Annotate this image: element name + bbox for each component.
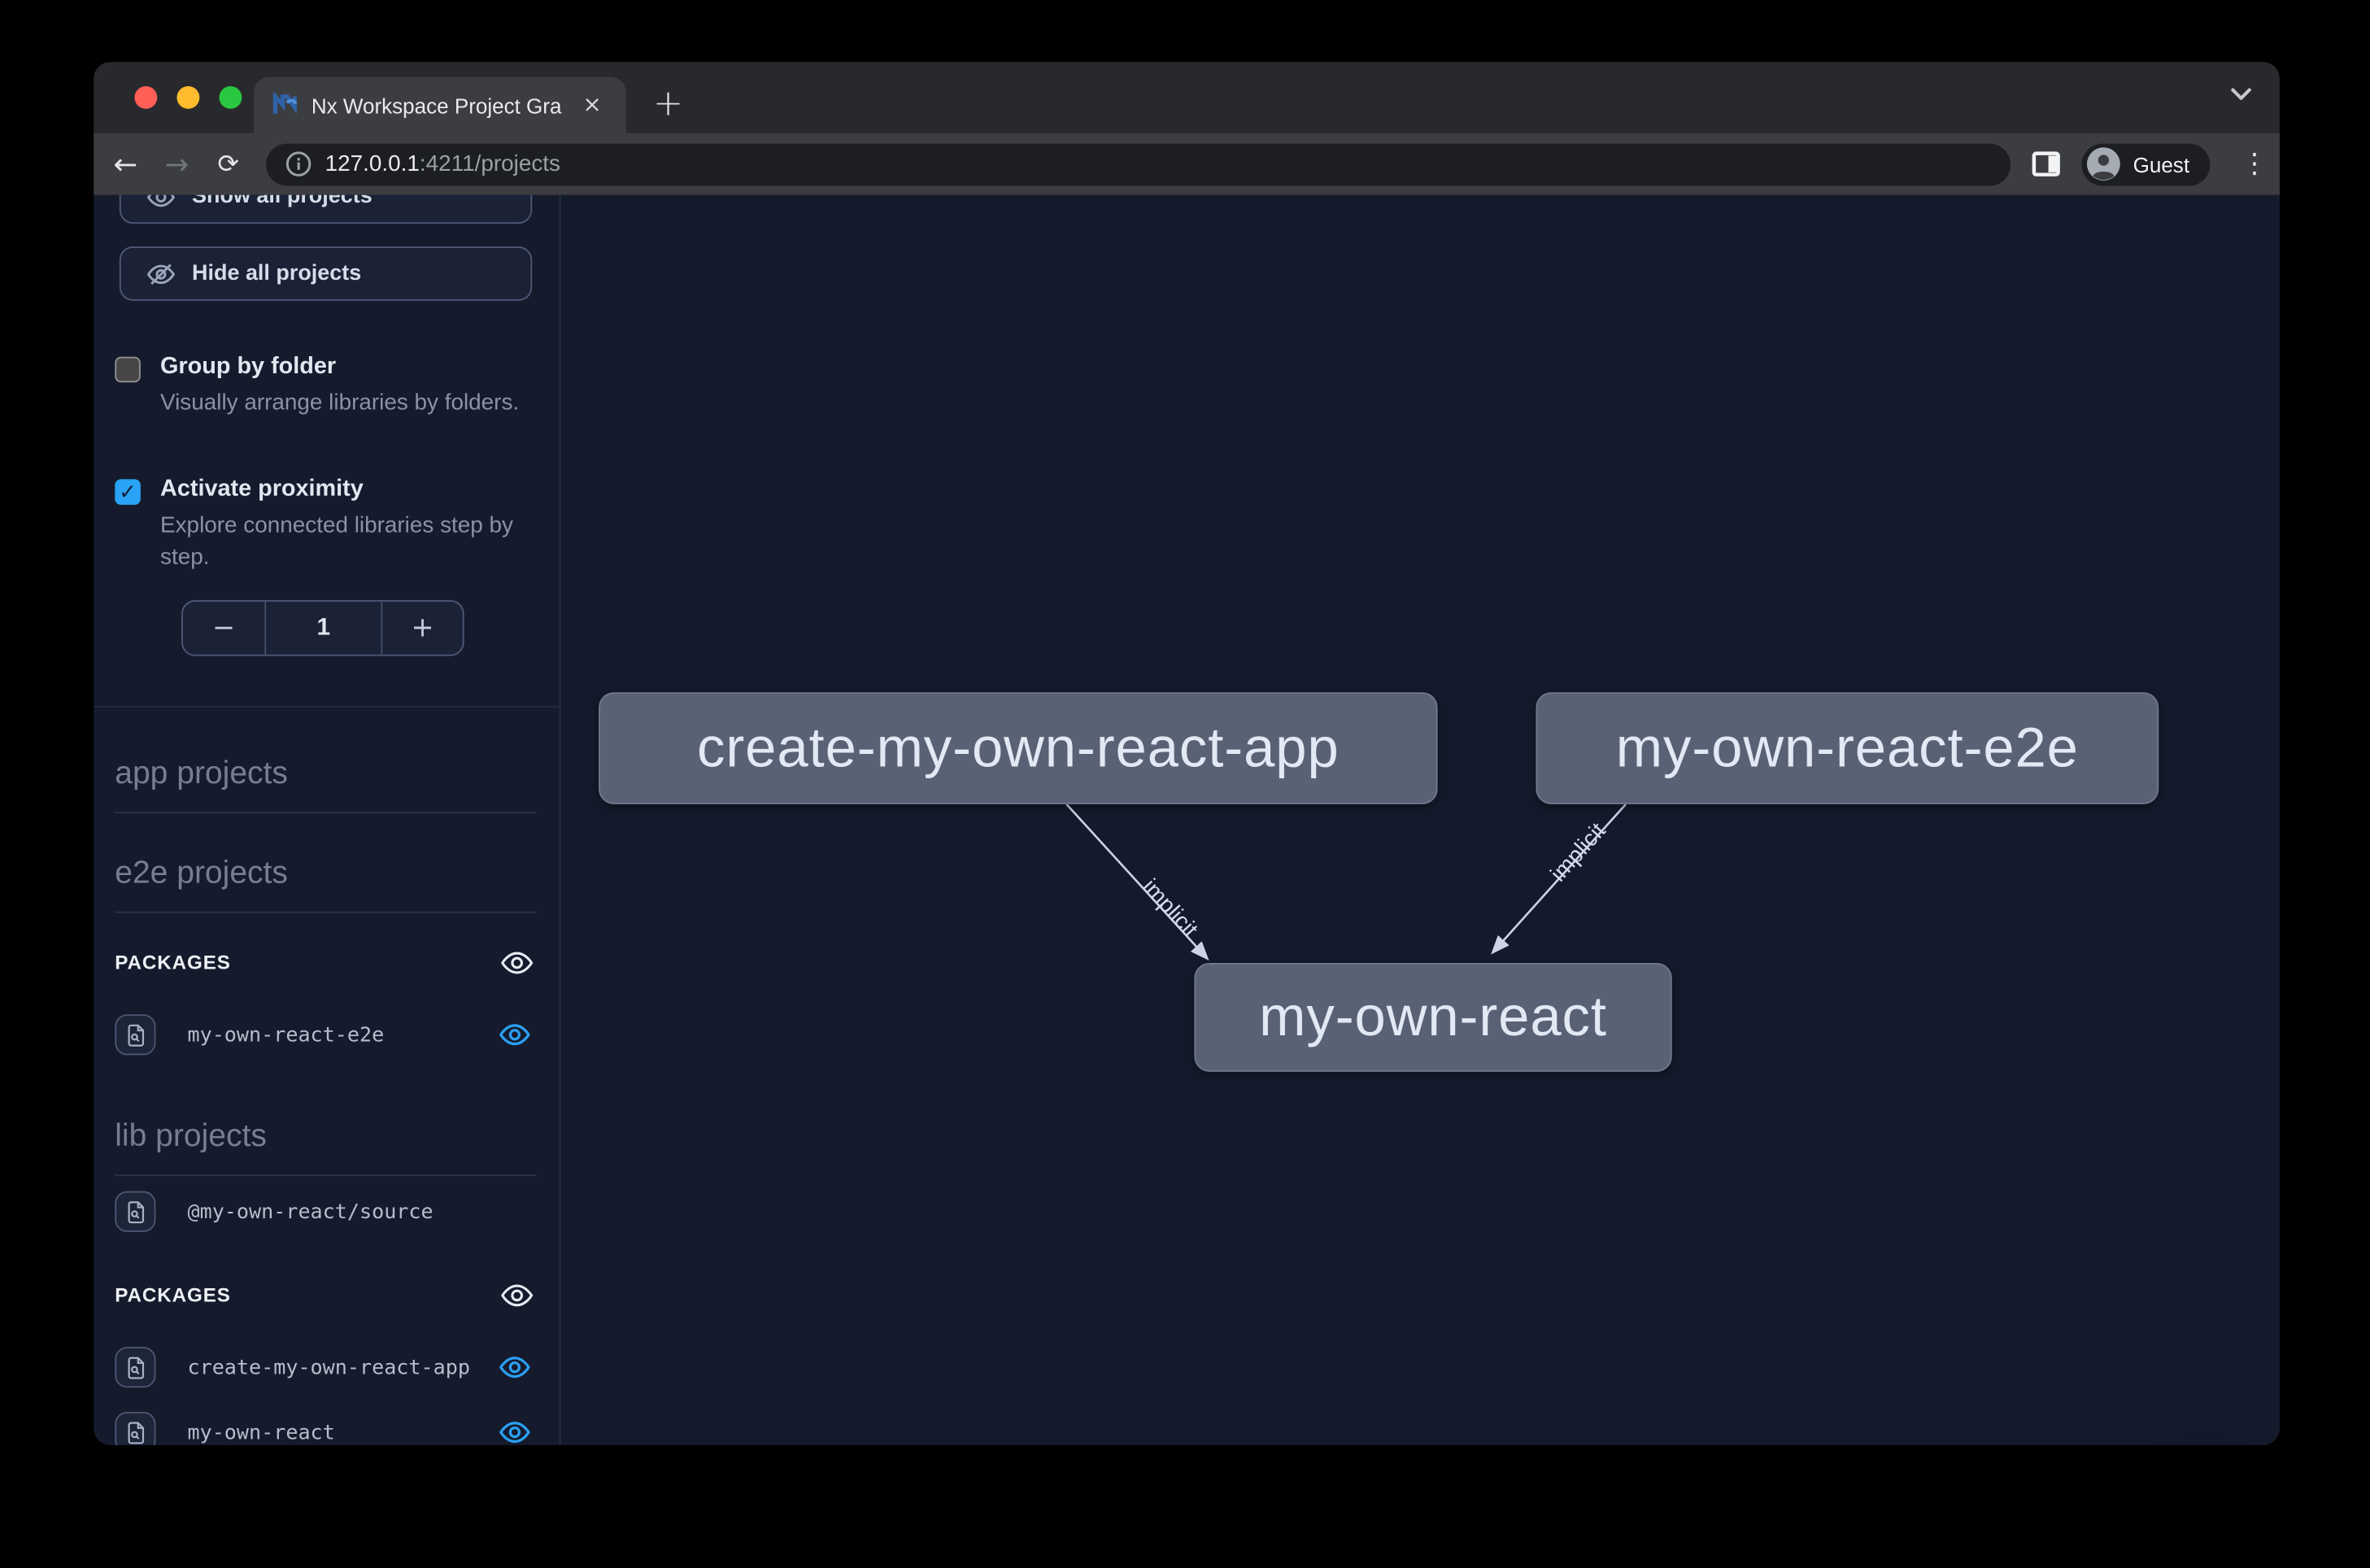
hide-all-projects-button[interactable]: Hide all projects — [119, 246, 533, 301]
minimize-window-button[interactable] — [176, 85, 200, 109]
graph-node-create-my-own-react-app[interactable]: create-my-own-react-app — [599, 692, 1438, 804]
group-by-folder-checkbox[interactable] — [115, 356, 141, 383]
info-icon[interactable] — [285, 151, 311, 177]
project-label[interactable]: create-my-own-react-app — [187, 1355, 470, 1380]
focus-project-button[interactable] — [115, 1014, 156, 1056]
project-row-my-own-react: my-own-react — [115, 1412, 538, 1445]
side-panel-icon[interactable] — [2032, 151, 2060, 177]
packages-header-lib: PACKAGES — [115, 1283, 231, 1306]
project-row-my-own-react-e2e: my-own-react-e2e — [115, 1014, 538, 1056]
address-bar[interactable]: 127.0.0.1:4211/projects — [266, 142, 2011, 185]
profile-label: Guest — [2133, 151, 2190, 176]
toggle-visibility-eye-icon[interactable] — [499, 1019, 530, 1051]
proximity-depth-stepper: − 1 + — [181, 599, 464, 656]
packages-header-e2e: PACKAGES — [115, 951, 231, 974]
nx-logo-icon — [272, 92, 298, 115]
focus-project-button[interactable] — [115, 1191, 156, 1232]
tab-title: Nx Workspace Project Graph — [311, 93, 564, 118]
project-label[interactable]: my-own-react — [187, 1420, 335, 1444]
project-row-create-my-own-react-app: create-my-own-react-app — [115, 1347, 538, 1388]
file-search-icon — [127, 1200, 144, 1223]
zoom-window-button[interactable] — [219, 85, 242, 109]
new-tab-button[interactable]: + — [652, 81, 684, 124]
window-controls — [134, 85, 242, 109]
edge-e2e-to-react[interactable] — [1491, 803, 1627, 955]
back-button[interactable]: ← — [113, 147, 138, 181]
project-row-my-own-react-source: @my-own-react/source — [115, 1191, 538, 1232]
toolbar-right: Guest ⋮ — [2032, 142, 2277, 185]
browser-menu-button[interactable]: ⋮ — [2241, 148, 2268, 181]
page-content: Show all projects Hide all projects Grou… — [94, 194, 2280, 1445]
group-by-folder-label: Group by folder — [160, 353, 337, 380]
focus-project-button[interactable] — [115, 1412, 156, 1445]
focus-project-button[interactable] — [115, 1347, 156, 1388]
profile-button[interactable]: Guest — [2081, 142, 2211, 185]
url-text: 127.0.0.1:4211/projects — [325, 151, 560, 177]
show-all-projects-button[interactable]: Show all projects — [119, 194, 533, 224]
toggle-all-lib-packages-eye-icon[interactable] — [500, 1278, 534, 1312]
reload-button[interactable]: ⟳ — [217, 149, 239, 180]
lib-projects-header: lib projects — [115, 1118, 537, 1177]
graph-node-my-own-react-e2e[interactable]: my-own-react-e2e — [1536, 692, 2159, 804]
group-by-folder-description: Visually arrange libraries by folders. — [160, 390, 520, 416]
url-host: 127.0.0.1 — [325, 150, 420, 177]
activate-proximity-description: Explore connected libraries step by step… — [160, 512, 513, 570]
decrement-button[interactable]: − — [183, 601, 267, 655]
group-by-folder-option: Group by folder Visually arrange librari… — [115, 354, 541, 419]
app-projects-header: app projects — [115, 756, 537, 813]
hide-all-projects-label: Hide all projects — [192, 261, 362, 286]
edge-create-to-react[interactable] — [1065, 803, 1209, 961]
chevron-down-icon[interactable] — [2230, 86, 2253, 102]
edge-label-implicit: implicit — [1138, 873, 1203, 942]
tab-close-icon[interactable]: × — [582, 90, 602, 118]
file-search-icon — [127, 1356, 144, 1379]
close-window-button[interactable] — [134, 85, 158, 109]
browser-toolbar: ← → ⟳ 127.0.0.1:4211/projects — [94, 133, 2280, 195]
graph-node-my-own-react[interactable]: my-own-react — [1194, 962, 1672, 1072]
browser-window: Nx Workspace Project Graph × + ← → ⟳ 127… — [94, 62, 2280, 1445]
activate-proximity-option: ✓ Activate proximity Explore connected l… — [115, 476, 541, 573]
toggle-all-e2e-packages-eye-icon[interactable] — [500, 947, 534, 980]
e2e-projects-header: e2e projects — [115, 856, 537, 913]
activate-proximity-label: Activate proximity — [160, 476, 364, 503]
tab-strip: Nx Workspace Project Graph × + — [94, 62, 2280, 133]
show-all-projects-label: Show all projects — [192, 194, 372, 209]
depth-value[interactable]: 1 — [316, 614, 331, 641]
sidebar: Show all projects Hide all projects Grou… — [94, 194, 561, 1445]
project-label[interactable]: @my-own-react/source — [187, 1199, 433, 1224]
project-graph-canvas[interactable]: implicit implicit create-my-own-react-ap… — [560, 194, 2280, 1445]
sidebar-divider — [94, 706, 560, 708]
forward-button[interactable]: → — [164, 147, 190, 181]
increment-button[interactable]: + — [381, 601, 462, 655]
project-label[interactable]: my-own-react-e2e — [187, 1022, 385, 1048]
tab-nx-workspace[interactable]: Nx Workspace Project Graph × — [254, 76, 626, 133]
url-path: :4211/projects — [419, 150, 560, 177]
eye-icon — [146, 194, 176, 207]
activate-proximity-checkbox[interactable]: ✓ — [115, 479, 141, 505]
toggle-visibility-eye-icon[interactable] — [499, 1417, 530, 1445]
edge-label-implicit: implicit — [1545, 817, 1610, 886]
file-search-icon — [127, 1023, 144, 1046]
file-search-icon — [127, 1421, 144, 1444]
graph-edges: implicit implicit — [1065, 803, 1627, 961]
avatar-icon — [2086, 147, 2120, 181]
toggle-visibility-eye-icon[interactable] — [499, 1352, 530, 1383]
eye-slash-icon — [146, 263, 176, 285]
